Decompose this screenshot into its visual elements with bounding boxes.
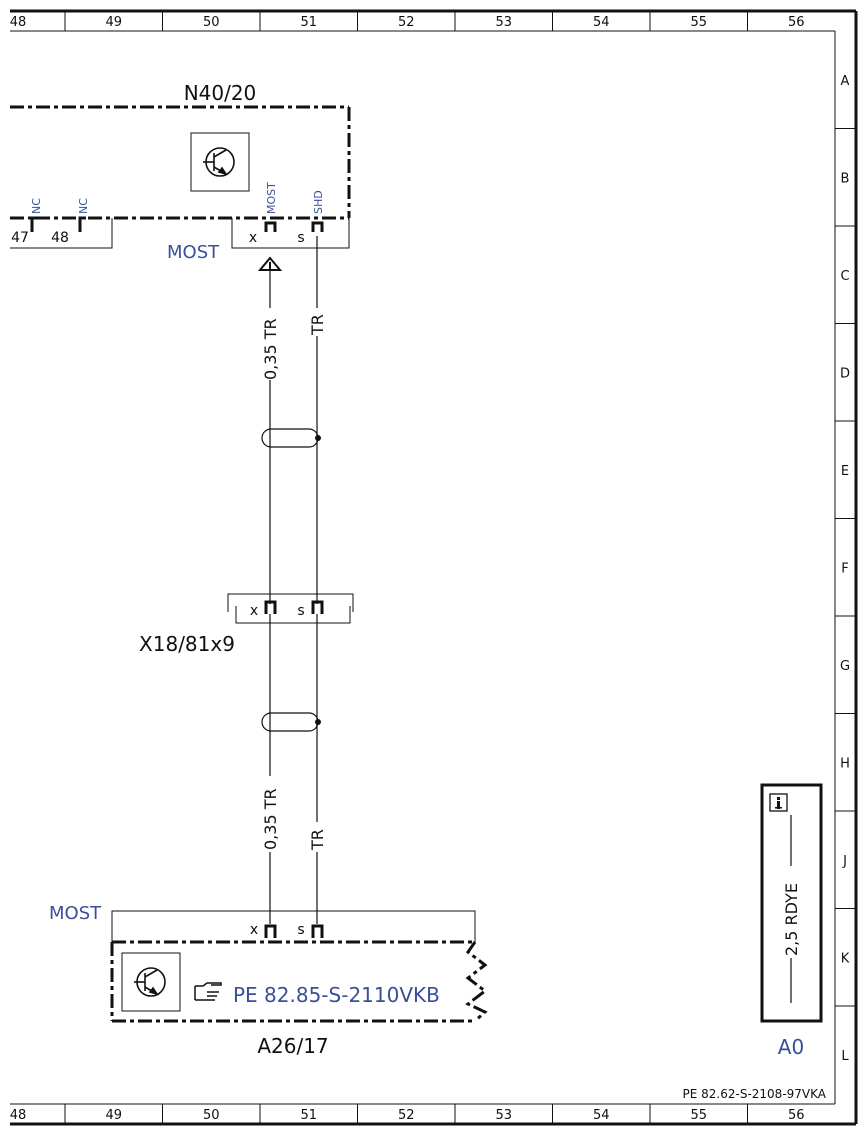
column-number-top: 53: [495, 15, 512, 30]
pin-number-s-top: s: [297, 230, 304, 246]
svg-text:0,35 TR: 0,35 TR: [261, 318, 280, 380]
column-number-bottom: 49: [105, 1108, 122, 1123]
column-number-top: 48: [10, 15, 27, 30]
row-ruler-right: A B C D E F G H J K L: [835, 74, 856, 1064]
column-number-bottom: 48: [10, 1108, 27, 1123]
pin-signal-shd: SHD: [312, 190, 325, 214]
column-number-bottom: 52: [398, 1108, 415, 1123]
bottom-pin-strip: [111, 910, 476, 942]
column-number-bottom: 56: [788, 1108, 805, 1123]
pin-number-x-top: x: [249, 230, 257, 246]
column-number-top: 52: [398, 15, 415, 30]
ground-label: A0: [778, 1035, 804, 1059]
lower-wire-label-left: 0,35 TR: [261, 776, 280, 852]
transistor-icon: [134, 967, 166, 997]
pin-number-48: 48: [51, 230, 69, 246]
drawing-frame: [10, 9, 858, 1126]
upper-wire-label-right: TR: [308, 308, 327, 336]
svg-text:0,35 TR: 0,35 TR: [261, 788, 280, 850]
info-box: 2,5 RDYE: [760, 783, 823, 1023]
bottom-module-name: A26/17: [257, 1034, 328, 1058]
row-letter: D: [840, 366, 850, 381]
column-number-bottom: 53: [495, 1108, 512, 1123]
svg-text:TR: TR: [308, 829, 327, 851]
column-ruler-bottom: 48 49 50 51 52 53 54 55 56: [10, 1104, 805, 1124]
top-module-outline: [10, 105, 351, 220]
column-number-bottom: 55: [690, 1108, 707, 1123]
shield-loop-lower: [261, 712, 321, 732]
column-number-top: 54: [593, 15, 610, 30]
column-number-bottom: 54: [593, 1108, 610, 1123]
column-number-bottom: 50: [203, 1108, 220, 1123]
svg-text:TR: TR: [308, 314, 327, 336]
connector-pin-terminals: [264, 600, 324, 614]
info-wire-label: 2,5 RDYE: [782, 883, 801, 956]
column-number-top: 50: [203, 15, 220, 30]
top-pin-terminals: [30, 216, 324, 232]
bus-arrow-icon: [257, 256, 283, 271]
row-letter: J: [842, 854, 847, 869]
connector-name: X18/81x9: [139, 632, 235, 656]
row-letter: L: [841, 1049, 849, 1064]
connector-outline: [227, 593, 354, 624]
document-code: PE 82.62-S-2108-97VKA: [683, 1087, 827, 1101]
bottom-pin-s: s: [297, 922, 304, 938]
bottom-module-icon-box: [121, 952, 181, 1012]
row-letter: G: [840, 659, 850, 674]
pin-signal-most: MOST: [265, 182, 278, 214]
hand-pointer-icon: [194, 982, 222, 1001]
row-letter: K: [841, 951, 850, 966]
bottom-module-outline: [110, 940, 488, 1023]
connector-pin-x: x: [250, 603, 258, 619]
upper-wire-label-left: 0,35 TR: [261, 308, 280, 380]
top-bus-label: MOST: [167, 242, 220, 263]
bottom-bus-label: MOST: [49, 903, 102, 924]
column-number-bottom: 51: [300, 1108, 317, 1123]
row-letter: E: [841, 464, 849, 479]
lower-wire-label-right: TR: [308, 822, 327, 852]
top-module-name: N40/20: [184, 81, 257, 105]
row-letter: B: [841, 171, 850, 186]
row-letter: H: [840, 756, 850, 771]
column-ruler-top: 48 49 50 51 52 53 54 55 56: [10, 11, 805, 31]
info-icon: [769, 793, 788, 812]
pin-signal-nc-47: NC: [30, 198, 43, 214]
row-letter: F: [841, 561, 848, 576]
column-number-top: 56: [788, 15, 805, 30]
transistor-icon: [203, 147, 235, 177]
bottom-pin-x: x: [250, 922, 258, 938]
frame-inner-lines: [10, 30, 836, 1105]
connector-pin-s: s: [297, 603, 304, 619]
pin-signal-nc-48: NC: [77, 198, 90, 214]
top-pin-strip: [10, 218, 350, 249]
column-number-top: 55: [690, 15, 707, 30]
top-module-icon-box: [190, 132, 250, 192]
bottom-pin-terminals: [264, 924, 324, 938]
bottom-module-reference[interactable]: PE 82.85-S-2110VKB: [233, 983, 440, 1007]
row-letter: A: [841, 74, 850, 89]
column-number-top: 51: [300, 15, 317, 30]
row-letter: C: [840, 269, 849, 284]
shield-loop-upper: [261, 428, 321, 448]
column-number-top: 49: [105, 15, 122, 30]
pin-number-47: 47: [11, 230, 29, 246]
